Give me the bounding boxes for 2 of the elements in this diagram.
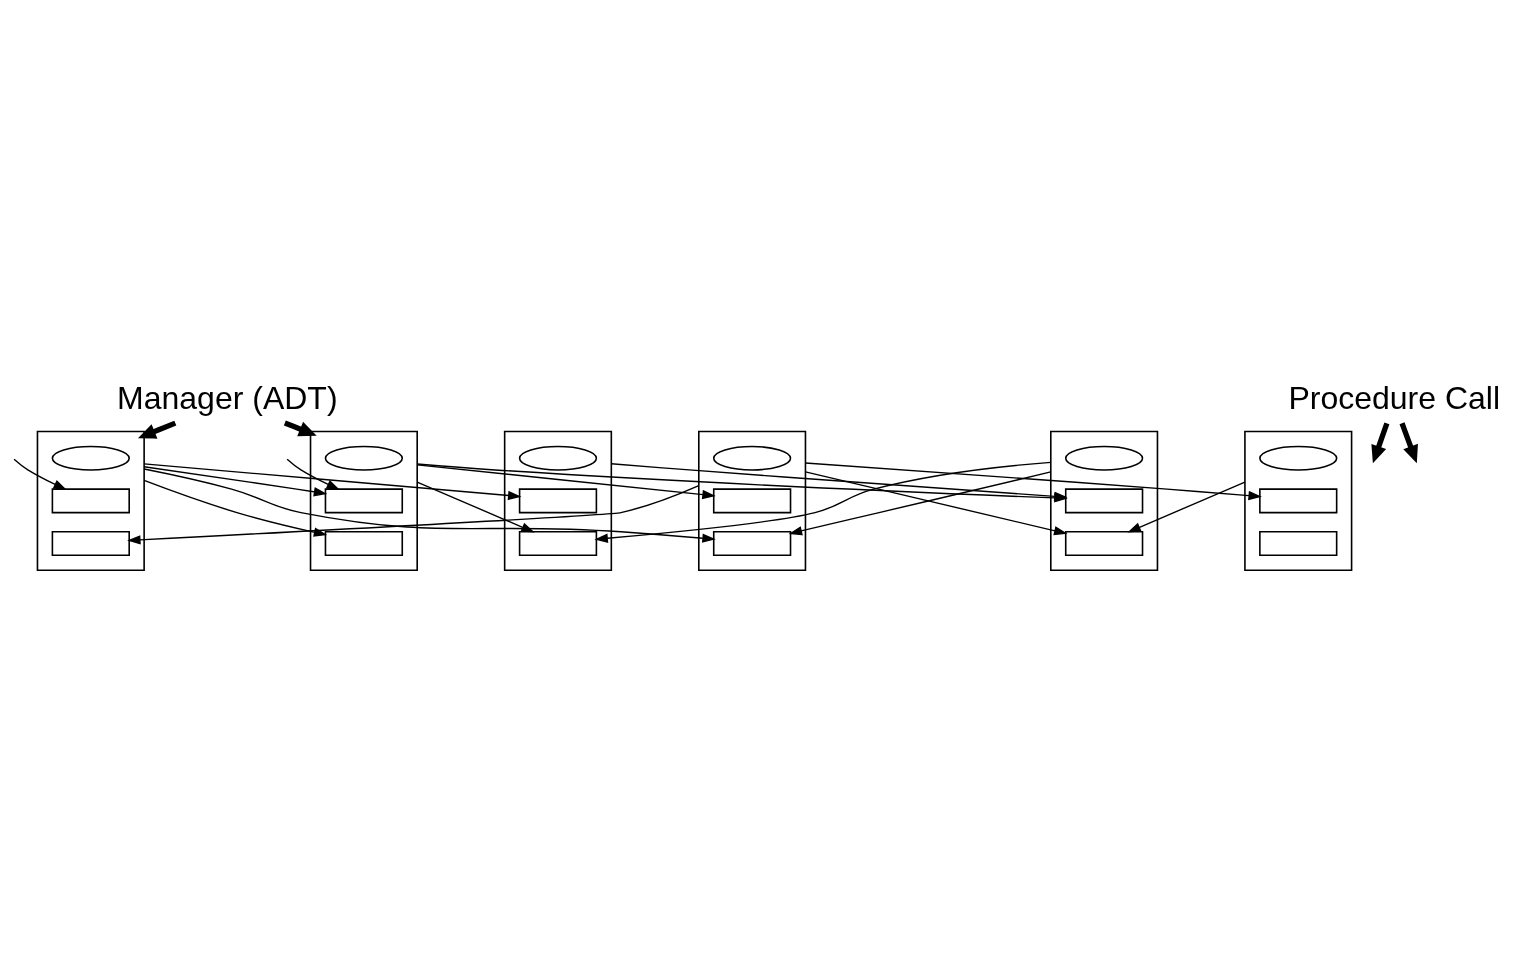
- node-text: Procedure Call: [1288, 379, 1501, 416]
- node-text: Manager (ADT): [117, 379, 338, 416]
